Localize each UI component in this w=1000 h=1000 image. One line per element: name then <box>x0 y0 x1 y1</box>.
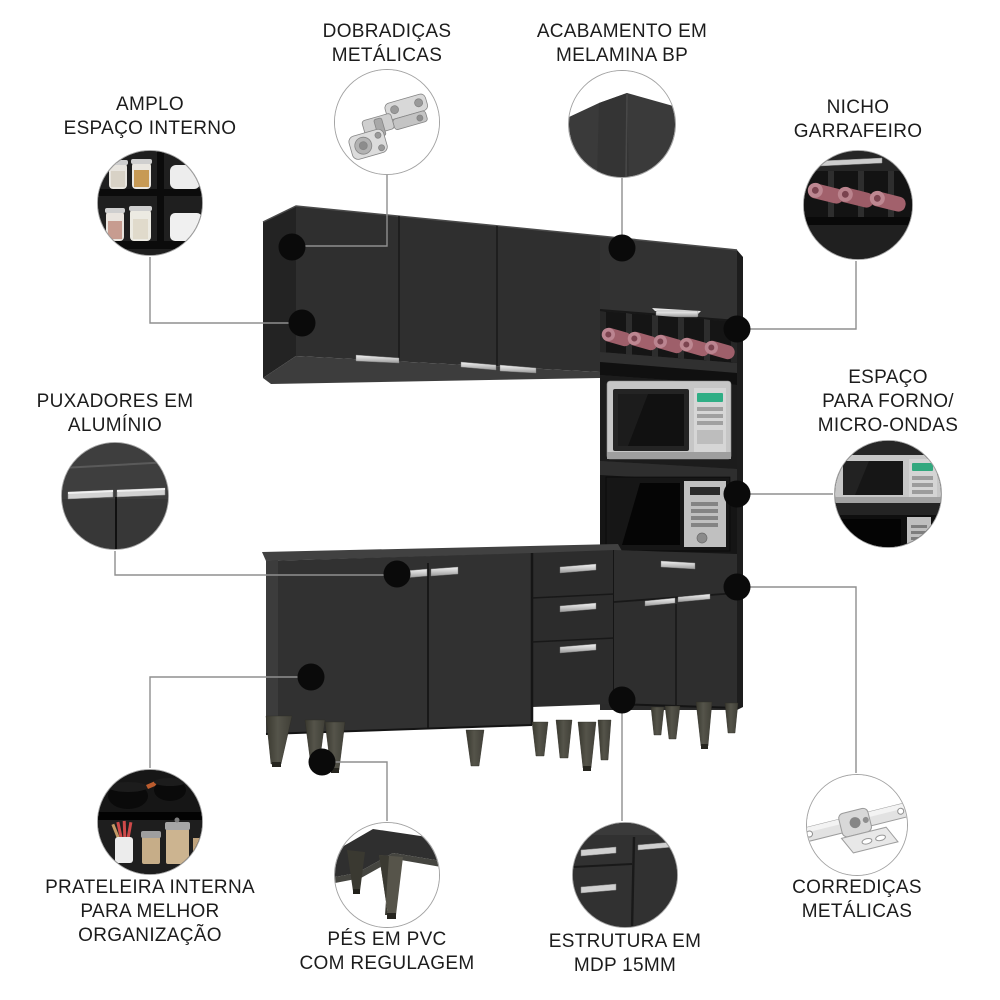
label-line: MELAMINA BP <box>555 45 689 66</box>
aluminum-handles-image <box>62 443 168 549</box>
label-line: METÁLICAS <box>801 901 913 922</box>
marker-dobradicas <box>278 233 306 261</box>
drawer-handle <box>559 643 597 654</box>
label-line: ESPAÇO INTERNO <box>63 118 237 139</box>
callout-label-corredicas: CORREDIÇAS METÁLICAS <box>727 876 987 924</box>
marker-corredicas <box>723 573 751 601</box>
marker-acabamento <box>608 234 636 262</box>
label-line: CORREDIÇAS <box>792 877 922 898</box>
connector-corredicas <box>737 586 857 773</box>
inset-dobradicas-metalicas <box>334 69 440 175</box>
inset-amplo-espaco-interno <box>97 150 203 256</box>
label-line: PÉS EM PVC <box>327 929 447 950</box>
internal-shelf-image <box>98 770 202 874</box>
label-line: PUXADORES EM <box>36 391 194 412</box>
callout-label-prateleira: PRATELEIRA INTERNA PARA MELHOR ORGANIZAÇ… <box>20 876 280 948</box>
inset-estrutura-mdp <box>572 822 678 928</box>
pvc-feet-image <box>335 823 439 927</box>
marker-amplo <box>288 309 316 337</box>
oven <box>605 476 731 552</box>
callout-label-espaco: ESPAÇO PARA FORNO/ MICRO-ONDAS <box>758 366 1000 438</box>
door-handle <box>644 597 676 607</box>
connector-prateleira <box>149 676 311 768</box>
callout-label-puxadores: PUXADORES EM ALUMÍNIO <box>0 390 245 438</box>
drawer-slide-image <box>807 775 907 875</box>
mdp-structure-image <box>573 823 677 927</box>
label-line: DOBRADIÇAS <box>322 21 452 42</box>
callout-label-estrutura: ESTRUTURA EM MDP 15MM <box>495 930 755 978</box>
door-handle <box>430 566 459 577</box>
upper-wall-cabinet <box>262 205 601 384</box>
melamine-corner-image <box>569 71 675 177</box>
label-line: NICHO <box>826 97 890 118</box>
label-line: GARRAFEIRO <box>793 121 923 142</box>
door-handle <box>355 354 400 364</box>
door-handle <box>499 364 537 374</box>
label-line: ALUMÍNIO <box>67 415 163 436</box>
wine-bottle-niche <box>600 311 737 373</box>
marker-espaco <box>723 480 751 508</box>
connector-amplo <box>149 257 302 324</box>
feature-markers <box>278 233 751 776</box>
label-line: ESPAÇO <box>848 367 928 388</box>
marker-pes <box>308 748 336 776</box>
marker-prateleira <box>297 663 325 691</box>
wine-rack-image <box>804 151 912 259</box>
microwave-space-image <box>835 441 941 547</box>
marker-estrutura <box>608 686 636 714</box>
label-line: PARA FORNO/ <box>822 391 954 412</box>
label-line: ORGANIZAÇÃO <box>78 925 222 946</box>
inset-acabamento-melamina <box>568 70 676 178</box>
door-handle <box>460 361 497 371</box>
door-handle <box>677 593 711 603</box>
inset-espaco-forno-microondas <box>834 440 942 548</box>
wine-bottles <box>601 327 735 360</box>
label-line: PRATELEIRA INTERNA <box>45 877 255 898</box>
connector-dobradicas <box>292 175 388 247</box>
base-cabinet <box>262 544 739 773</box>
label-line: AMPLO <box>115 94 185 115</box>
drawer-handle <box>559 563 597 574</box>
label-line: METÁLICAS <box>331 45 443 66</box>
inset-puxadores-aluminio <box>61 442 169 550</box>
callout-label-nicho: NICHO GARRAFEIRO <box>728 96 988 144</box>
microwave <box>606 380 732 460</box>
label-line: MICRO-ONDAS <box>817 415 959 436</box>
label-line: COM REGULAGEM <box>299 953 475 974</box>
drawer-handle <box>660 560 696 570</box>
inset-pes-pvc <box>334 822 440 928</box>
connector-pes <box>322 761 388 821</box>
label-line: ESTRUTURA EM <box>548 931 702 952</box>
marker-nicho <box>723 315 751 343</box>
callout-label-dobradicas: DOBRADIÇAS METÁLICAS <box>257 20 517 68</box>
connector-lines <box>114 175 857 821</box>
inset-corredicas-metalicas <box>806 774 908 876</box>
connector-puxadores <box>114 551 397 576</box>
interior-shelves-image <box>98 151 202 255</box>
door-handle <box>655 310 699 318</box>
label-line: ACABAMENTO EM <box>536 21 708 42</box>
callout-label-amplo: AMPLO ESPAÇO INTERNO <box>20 93 280 141</box>
metal-hinge-image <box>335 70 439 174</box>
callout-label-pes: PÉS EM PVC COM REGULAGEM <box>257 928 517 976</box>
kitchen-cabinet-set <box>262 205 743 773</box>
drawer-handle <box>559 602 597 613</box>
label-line: PARA MELHOR <box>80 901 220 922</box>
callout-label-acabamento: ACABAMENTO EM MELAMINA BP <box>492 20 752 68</box>
inset-nicho-garrafeiro <box>803 150 913 260</box>
label-line: MDP 15MM <box>573 955 677 976</box>
connector-nicho <box>737 261 857 330</box>
inset-prateleira-interna <box>97 769 203 875</box>
marker-puxadores <box>383 560 411 588</box>
